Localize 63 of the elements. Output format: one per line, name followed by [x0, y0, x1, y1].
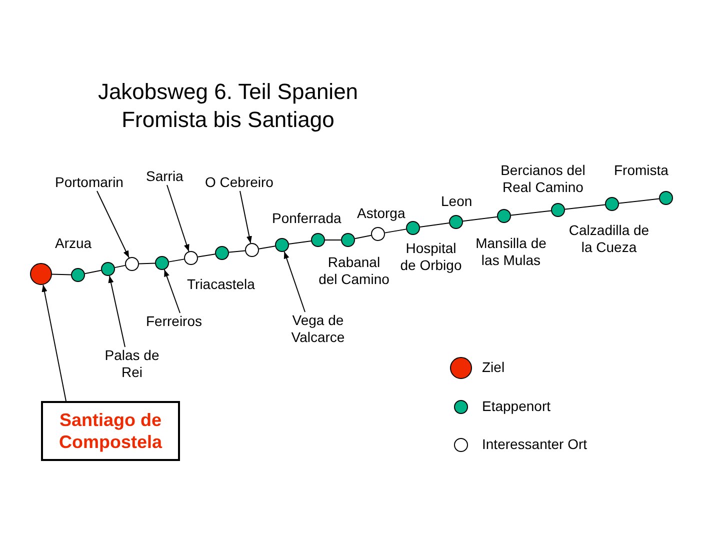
stage-dot	[71, 268, 85, 282]
waypoint-dot	[245, 243, 259, 257]
route-line	[384, 228, 407, 234]
stage-dot	[101, 262, 115, 276]
route-line	[288, 240, 312, 245]
place-name: Triacastela	[187, 276, 255, 293]
leader-arrow	[96, 190, 130, 258]
leader-arrow	[166, 184, 190, 252]
legend-text: Etappenort	[482, 398, 550, 415]
route-line	[419, 222, 450, 228]
goal-dot	[30, 263, 52, 285]
leader-arrow	[164, 269, 180, 314]
route-line	[52, 274, 72, 276]
place-name: Portomarin	[55, 174, 124, 191]
legend-text: Interessanter Ort	[482, 436, 588, 453]
leader-arrow	[42, 284, 66, 402]
leader-arrow	[284, 251, 306, 312]
route-line	[168, 258, 185, 262]
destination-box: Santiago de Compostela	[41, 401, 180, 461]
place-name: Hospital de Orbigo	[399, 240, 463, 274]
stage-dot	[275, 238, 289, 252]
route-line	[564, 204, 606, 210]
place-name: Fromista	[614, 162, 668, 179]
route-line	[258, 246, 276, 250]
stage-dot	[449, 215, 463, 229]
stage-dot	[551, 203, 565, 217]
place-name: O Cebreiro	[205, 174, 274, 191]
stage-dot	[497, 209, 511, 223]
stage-dot	[406, 221, 420, 235]
place-name: Mansilla de las Mulas	[474, 235, 548, 269]
place-name: Ponferrada	[272, 210, 342, 227]
place-name: Rabanal del Camino	[318, 254, 390, 288]
stage-dot	[659, 191, 673, 205]
place-name: Arzua	[55, 235, 92, 252]
place-name: Astorga	[357, 205, 406, 222]
route-line	[114, 264, 126, 268]
leader-arrow	[108, 275, 126, 348]
route-line	[618, 198, 660, 204]
stage-dot	[605, 197, 619, 211]
place-name: Leon	[441, 193, 472, 210]
place-name: Vega de Valcarce	[280, 312, 356, 346]
route-line	[138, 262, 156, 264]
place-name: Ferreiros	[146, 313, 202, 330]
place-name: Calzadilla de la Cueza	[568, 222, 650, 256]
leader-arrow	[240, 190, 252, 244]
stage-dot	[155, 256, 169, 270]
stage-dot	[215, 246, 229, 260]
route-line	[84, 270, 102, 274]
legend-text: Ziel	[482, 359, 505, 376]
route-line	[510, 210, 552, 216]
route-line	[354, 234, 372, 240]
waypoint-dot	[184, 251, 198, 265]
stage-dot	[341, 233, 355, 247]
route-line	[197, 254, 216, 258]
waypoint-dot	[125, 257, 139, 271]
stage-dot	[311, 233, 325, 247]
route-line	[228, 250, 246, 253]
waypoint-dot	[371, 227, 385, 241]
place-name: Sarria	[146, 168, 184, 185]
route-line	[462, 216, 498, 222]
diagram-title: Jakobsweg 6. Teil Spanien Fromista bis Santiago	[96, 78, 360, 134]
place-name: Palas de Rei	[100, 347, 164, 381]
place-name: Bercianos del Real Camino	[500, 162, 586, 196]
